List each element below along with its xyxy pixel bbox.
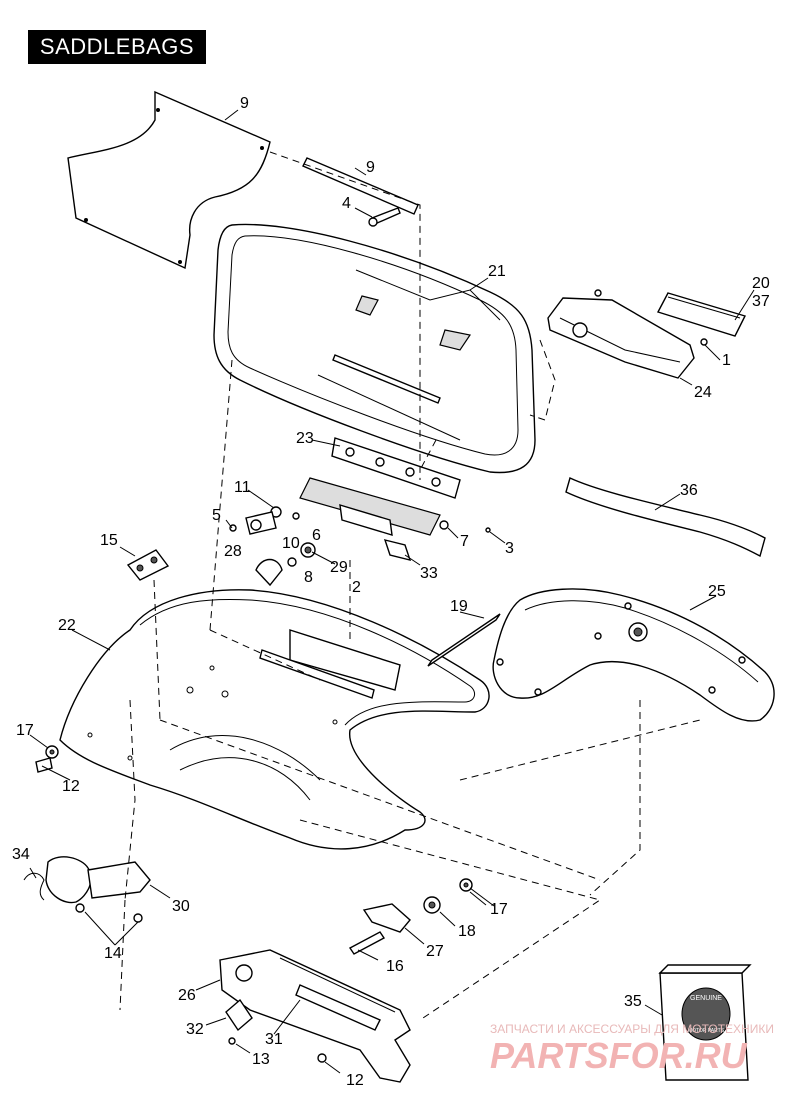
callout-20: 20 <box>752 275 770 292</box>
part-9-gasket <box>67 90 271 270</box>
callout-37: 37 <box>752 293 770 310</box>
watermark: ЗАПЧАСТИ И АКСЕССУАРЫ ДЛЯ МОТОТЕХНИКИ PA… <box>490 1022 774 1076</box>
callout-19: 19 <box>450 598 468 615</box>
part-30-latch <box>23 856 151 904</box>
watermark-line2: PARTSFOR.RU <box>490 1035 748 1076</box>
latch-hardware-right <box>348 878 473 955</box>
callout-8: 8 <box>304 569 313 586</box>
callout-17a: 17 <box>16 722 34 739</box>
callout-6: 6 <box>312 527 321 544</box>
part-21-lid <box>213 223 536 474</box>
part-23-bracket <box>299 437 461 536</box>
callout-22: 22 <box>58 617 76 634</box>
callout-18: 18 <box>458 923 476 940</box>
page-title: SADDLEBAGS <box>28 30 206 64</box>
callout-34: 34 <box>12 846 30 863</box>
callout-17b: 17 <box>490 901 508 918</box>
callout-11: 11 <box>234 479 251 496</box>
callout-1: 1 <box>722 352 731 369</box>
logo-bottom-text: MOTOR PARTS <box>688 1028 725 1034</box>
leader-lines <box>29 109 755 1074</box>
part-25-panel <box>492 588 775 722</box>
callout-28: 28 <box>224 543 242 560</box>
callout-12a: 12 <box>62 778 80 795</box>
callout-9b: 9 <box>366 159 375 176</box>
callout-4: 4 <box>342 195 351 212</box>
callout-32: 32 <box>186 1021 204 1038</box>
callout-10: 10 <box>282 535 300 552</box>
callout-14: 14 <box>104 945 122 962</box>
callout-35: 35 <box>624 993 642 1010</box>
part-36-strip <box>565 477 766 558</box>
callout-27: 27 <box>426 943 444 960</box>
part-15-bracket <box>126 549 170 581</box>
bottom-screws <box>228 1037 327 1063</box>
part-9-strip <box>302 157 419 215</box>
part-4-screw <box>368 207 401 227</box>
callout-13: 13 <box>252 1051 270 1068</box>
callout-labels: 9 9 4 21 20 37 1 24 23 11 36 5 6 7 3 15 … <box>12 95 770 1089</box>
callout-23: 23 <box>296 430 314 447</box>
watermark-line1: ЗАПЧАСТИ И АКСЕССУАРЫ ДЛЯ МОТОТЕХНИКИ <box>490 1022 774 1036</box>
part-20-37-pad <box>656 292 746 337</box>
callout-9a: 9 <box>240 95 249 112</box>
callout-24: 24 <box>694 384 712 401</box>
callout-2: 2 <box>352 579 361 596</box>
logo-top-text: GENUINE <box>690 995 722 1002</box>
callout-12b: 12 <box>346 1072 364 1089</box>
callout-25: 25 <box>708 583 726 600</box>
part-24-hinge <box>547 289 708 379</box>
part-26-bracket <box>219 949 411 1083</box>
part-22-body <box>59 589 490 850</box>
callout-26: 26 <box>178 987 196 1004</box>
callout-15: 15 <box>100 532 118 549</box>
callout-5: 5 <box>212 507 221 524</box>
part-32-pivot <box>225 998 253 1032</box>
hardware-cluster <box>229 506 491 587</box>
callout-21: 21 <box>488 263 506 280</box>
callout-3: 3 <box>505 540 514 557</box>
callout-36: 36 <box>680 482 698 499</box>
part-35-touchup-box: GENUINE MOTOR PARTS <box>658 964 752 1081</box>
callout-30: 30 <box>172 898 190 915</box>
callout-16: 16 <box>386 958 404 975</box>
assembly-lines <box>119 151 701 1021</box>
part-19-liner <box>427 613 501 667</box>
callout-29: 29 <box>330 559 348 576</box>
callout-31: 31 <box>265 1031 283 1048</box>
callout-7: 7 <box>460 533 469 550</box>
callout-33: 33 <box>420 565 438 582</box>
part-14-screws <box>75 903 143 923</box>
part-33-plate <box>383 539 412 561</box>
